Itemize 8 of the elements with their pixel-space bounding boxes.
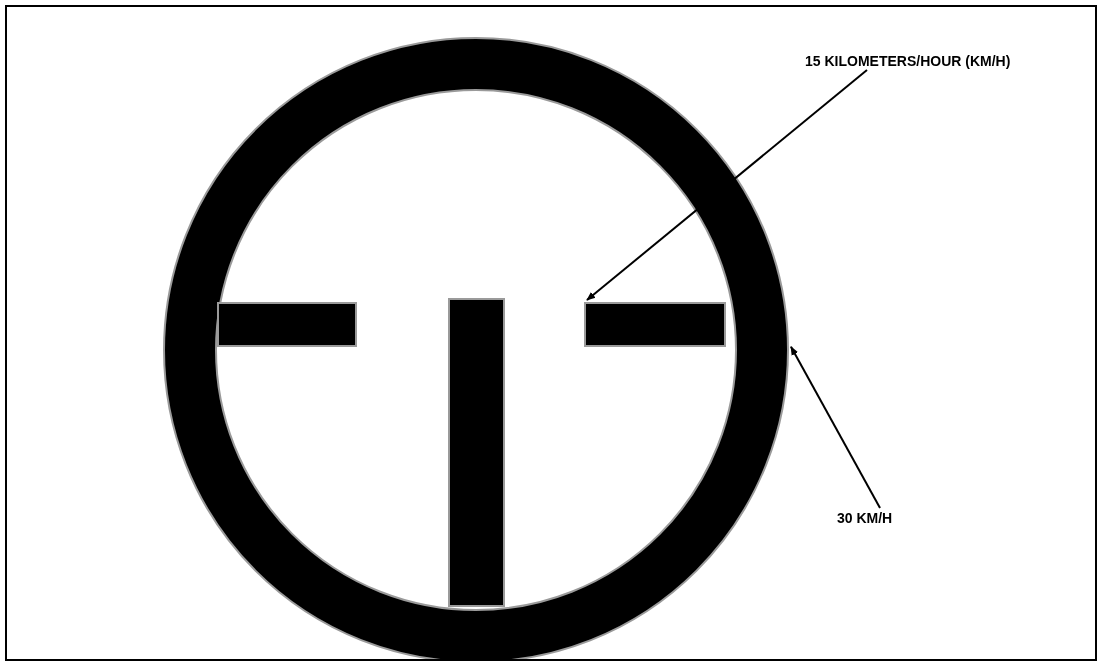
ring-symbol [163,37,789,659]
bar-symbol [584,302,726,347]
leader-line [586,69,868,301]
leader-line [790,345,881,509]
callout-label: 15 KILOMETERS/HOUR (KM/H) [805,53,1011,69]
bar-symbol [217,302,357,347]
callout-label: 30 KM/H [837,510,893,526]
bar-symbol [448,298,505,607]
